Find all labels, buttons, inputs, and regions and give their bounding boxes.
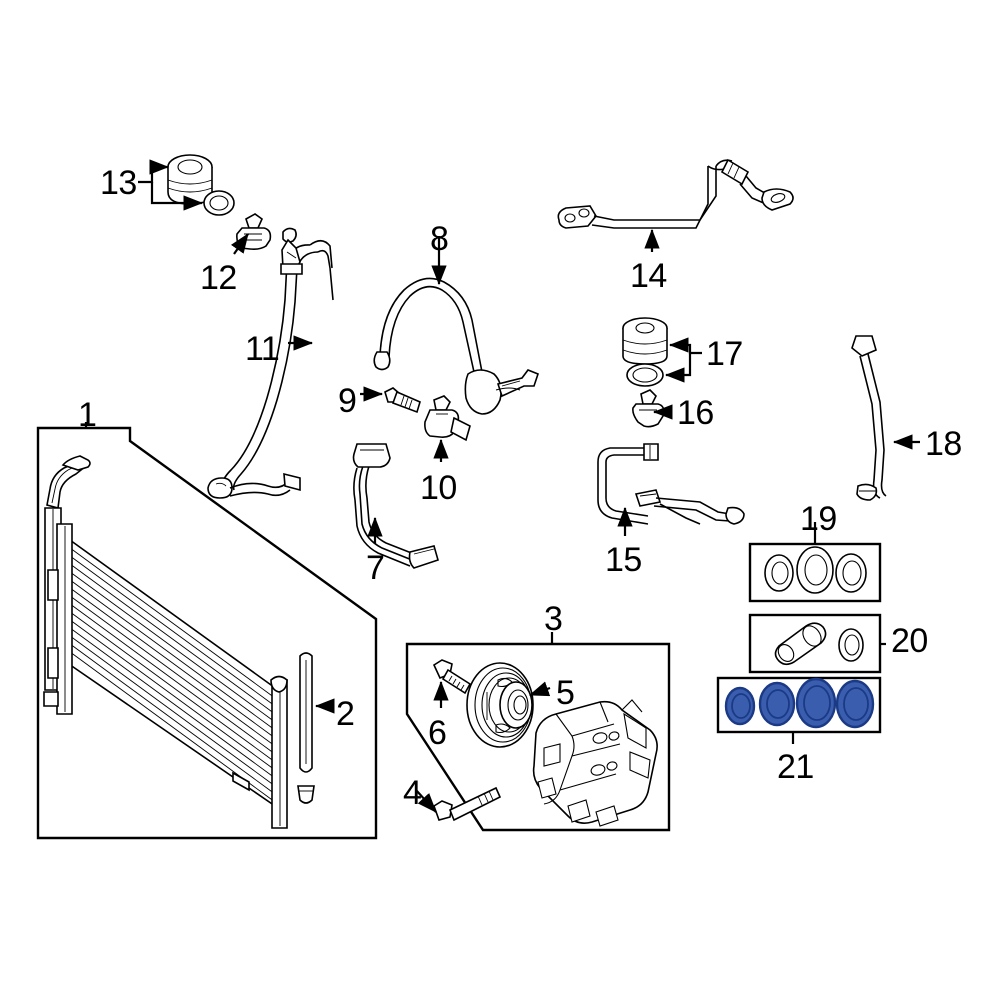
gasket-box-20 (748, 613, 882, 674)
temperature-sensor (632, 389, 665, 428)
valve-retaining-bolt (384, 387, 421, 414)
o-ring-box-19 (748, 542, 882, 603)
callout-2[interactable]: 2 (336, 695, 355, 733)
callout-5[interactable]: 5 (556, 674, 575, 712)
callout-12[interactable]: 12 (200, 259, 237, 297)
a-c-condenser-core (43, 455, 288, 829)
callout-21[interactable]: 21 (777, 748, 814, 786)
service-port-valve (424, 395, 471, 442)
callout-1[interactable]: 1 (78, 396, 97, 434)
callout-3[interactable]: 3 (544, 600, 563, 638)
callout-19[interactable]: 19 (800, 500, 837, 538)
rear-a-c-line (851, 335, 887, 501)
callout-8[interactable]: 8 (430, 220, 449, 258)
rigid-liquid-line (557, 158, 794, 229)
callout-16[interactable]: 16 (677, 394, 714, 432)
callout-4[interactable]: 4 (403, 774, 422, 812)
callout-6[interactable]: 6 (428, 714, 447, 752)
long-hex-bolt (433, 786, 502, 822)
callout-10[interactable]: 10 (420, 469, 457, 507)
short-hex-bolt (432, 659, 472, 695)
condenser-group-box (36, 426, 378, 840)
leader-lines (84, 159, 920, 813)
o-ring-box-21 (716, 676, 882, 734)
drier-cap-o-ring (203, 190, 235, 216)
callout-15[interactable]: 15 (605, 541, 642, 579)
callout-20[interactable]: 20 (891, 622, 928, 660)
callout-9[interactable]: 9 (338, 382, 357, 420)
rigid-suction-line (597, 443, 745, 525)
receiver-drier-desiccant (297, 652, 315, 804)
callout-18[interactable]: 18 (925, 425, 962, 463)
callout-11[interactable]: 11 (245, 330, 280, 368)
compressor-group-box (405, 642, 671, 832)
flat-o-ring (626, 363, 664, 387)
callout-13[interactable]: 13 (100, 164, 137, 202)
a-c-compressor-body (532, 699, 658, 827)
arched-drain-hose (373, 277, 539, 415)
callout-17[interactable]: 17 (706, 335, 743, 373)
callout-14[interactable]: 14 (630, 257, 667, 295)
compressor-clutch-pulley (466, 662, 534, 748)
callout-7[interactable]: 7 (366, 549, 385, 587)
stacked-seal-stack (622, 317, 668, 365)
long-discharge-hose (207, 227, 334, 499)
